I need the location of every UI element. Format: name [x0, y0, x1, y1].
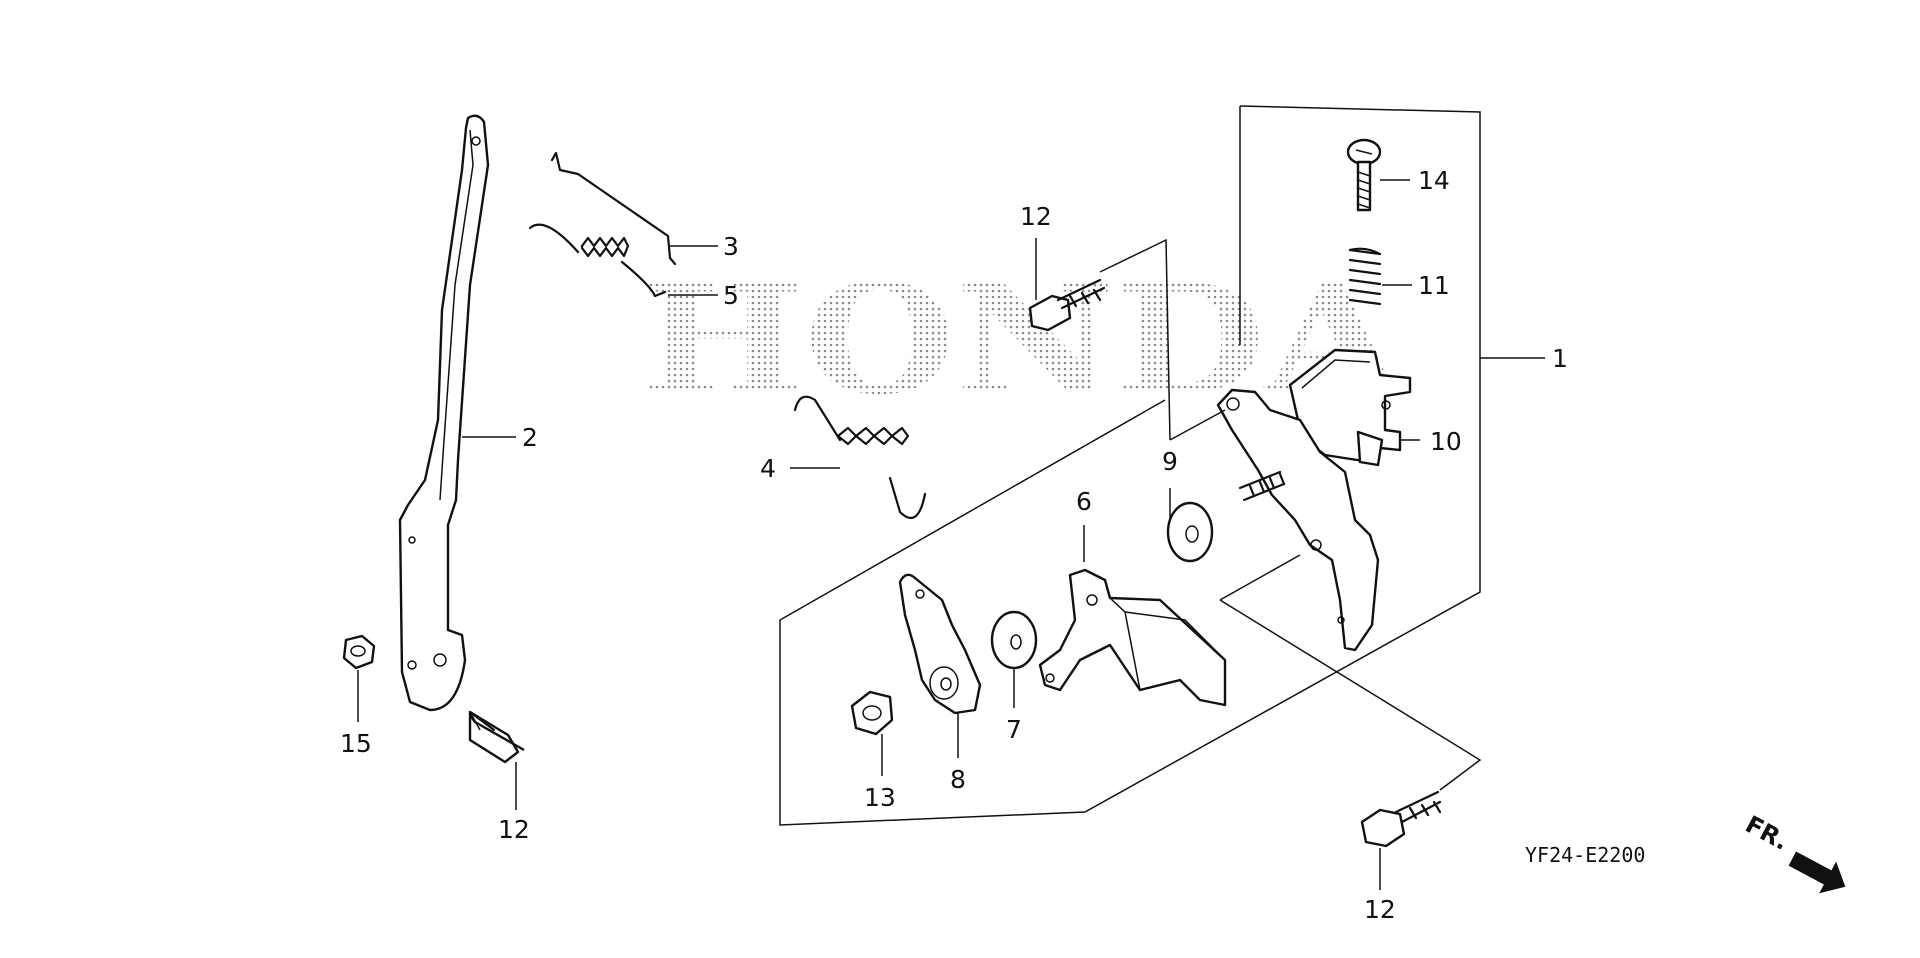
label-8: 8: [950, 765, 966, 794]
label-9: 9: [1162, 447, 1178, 476]
label-2: 2: [522, 423, 538, 452]
control-lever-part: [398, 114, 490, 712]
reference-lines: [1099, 238, 1482, 791]
label-1: 1: [1552, 344, 1568, 373]
leader-lines: [357, 179, 1420, 890]
screw-part-15: [1346, 138, 1382, 212]
diagram-code: YF24-E2200: [1525, 843, 1645, 867]
mounting-plate: [1216, 388, 1380, 652]
label-7: 7: [1006, 715, 1022, 744]
label-3: 3: [723, 232, 739, 261]
label-12-top: 12: [1020, 202, 1052, 231]
direction-indicator: FR.: [1741, 810, 1846, 894]
label-14: 13: [864, 783, 896, 812]
label-6: 6: [1076, 487, 1092, 516]
washer-part-7: [990, 610, 1038, 670]
assembly-boundary: [779, 105, 1545, 826]
bolt-part-12-bottom: [1360, 790, 1442, 848]
honda-watermark: HONDA: [640, 252, 1403, 428]
plate-part-8: [898, 573, 982, 715]
label-15: 14: [1418, 166, 1450, 195]
label-5: 5: [723, 281, 739, 310]
spring-part-4: [793, 395, 927, 520]
label-13: 12: [498, 815, 530, 844]
washer-part-9: [1166, 501, 1214, 563]
part-labels: 3 5 2 4 15 12 13 8 7 6 9 10 1 11 14 12 1…: [340, 166, 1568, 924]
label-10: 10: [1430, 427, 1462, 456]
bracket-part-10: [1288, 348, 1412, 467]
spring-part-5: [528, 223, 667, 298]
direction-label: FR.: [1741, 810, 1793, 856]
rod-part: [550, 151, 677, 266]
nut-part-14: [850, 690, 894, 736]
spring-part-11: [1348, 247, 1382, 306]
arrow-right-down-icon: [1788, 851, 1846, 894]
bolt-part-12-top: [1028, 278, 1106, 332]
label-16: 15: [340, 729, 372, 758]
label-4: 4: [760, 454, 776, 483]
label-11: 11: [1418, 271, 1450, 300]
bolt-part-13: [468, 710, 525, 764]
bracket-part-6: [1038, 568, 1227, 707]
label-12-bottom: 12: [1364, 895, 1396, 924]
nut-part-16: [342, 634, 376, 670]
